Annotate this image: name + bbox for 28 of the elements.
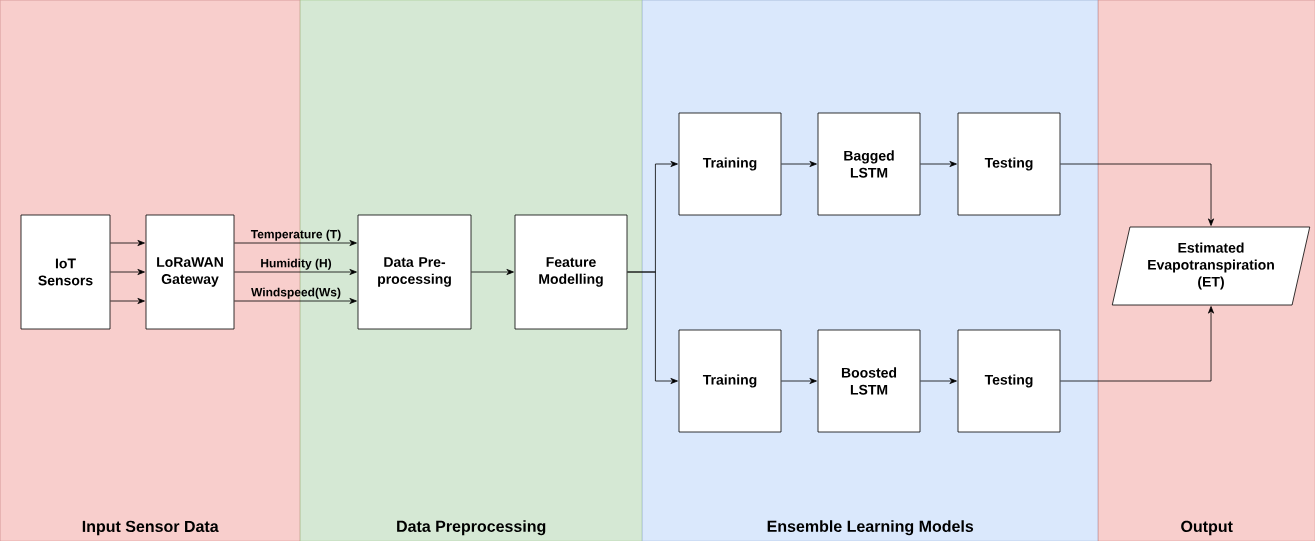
process-box: Feature Modelling xyxy=(514,214,628,330)
arrow xyxy=(781,378,817,384)
arrow xyxy=(920,161,957,167)
process-box: LoRaWAN Gateway xyxy=(145,214,235,330)
process-box: IoT Sensors xyxy=(20,214,111,330)
arrow xyxy=(781,161,817,167)
process-box: Training xyxy=(678,329,782,433)
arrow xyxy=(1060,163,1214,226)
arrow xyxy=(920,378,957,384)
arrow xyxy=(234,298,357,304)
process-box: Testing xyxy=(957,329,1061,433)
arrow xyxy=(110,269,145,275)
arrow xyxy=(234,240,357,246)
arrow xyxy=(110,298,145,304)
arrow xyxy=(627,271,678,384)
process-box: Training xyxy=(678,112,782,216)
output-parallelogram: Estimated Evapotranspiration (ET) xyxy=(1111,226,1311,306)
edge-label: Temperature (T) xyxy=(250,229,341,241)
arrow xyxy=(1060,306,1214,382)
process-box: Boosted LSTM xyxy=(817,329,921,433)
edge-label: Windspeed(Ws) xyxy=(251,287,341,299)
arrow xyxy=(110,240,145,246)
arrow xyxy=(471,269,514,275)
arrow xyxy=(234,269,357,275)
process-box: Bagged LSTM xyxy=(817,112,921,216)
process-box: Data Pre-processing xyxy=(357,214,472,330)
edge-label: Humidity (H) xyxy=(261,258,332,270)
process-box: Testing xyxy=(957,112,1061,216)
